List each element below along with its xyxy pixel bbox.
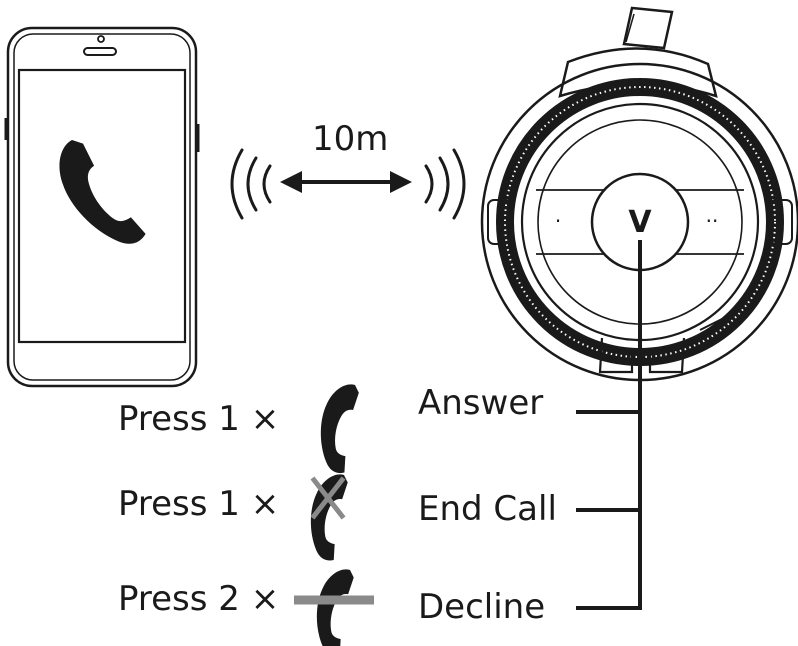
phone-decline-icon [290, 563, 388, 646]
press-count-label: Press 2 × [118, 579, 279, 619]
signal-waves-right [424, 148, 466, 220]
brand-logo-mark: V [628, 205, 652, 240]
phone-call-icon [59, 140, 146, 244]
action-label: Decline [418, 587, 545, 627]
distance-label: 10m [312, 119, 388, 159]
action-label: Answer [418, 383, 543, 423]
action-row-answer: Press 1 × Answer [118, 378, 543, 478]
phone-answer-icon [294, 378, 394, 478]
action-label: End Call [418, 489, 557, 529]
press-count-label: Press 1 × [118, 484, 279, 524]
control-dot-right: ·· [706, 209, 719, 233]
phone-end-call-icon [284, 468, 382, 565]
smartphone [4, 26, 200, 388]
action-row-decline: Press 2 × Decline [118, 563, 545, 646]
signal-waves-left [230, 148, 272, 220]
leader-lines [576, 240, 642, 610]
cross-mark-icon [310, 476, 346, 520]
control-dot-left: · [555, 209, 561, 233]
range-arrow [280, 171, 412, 193]
action-row-end-call: Press 1 × End Call [118, 468, 557, 565]
press-count-label: Press 1 × [118, 399, 279, 439]
